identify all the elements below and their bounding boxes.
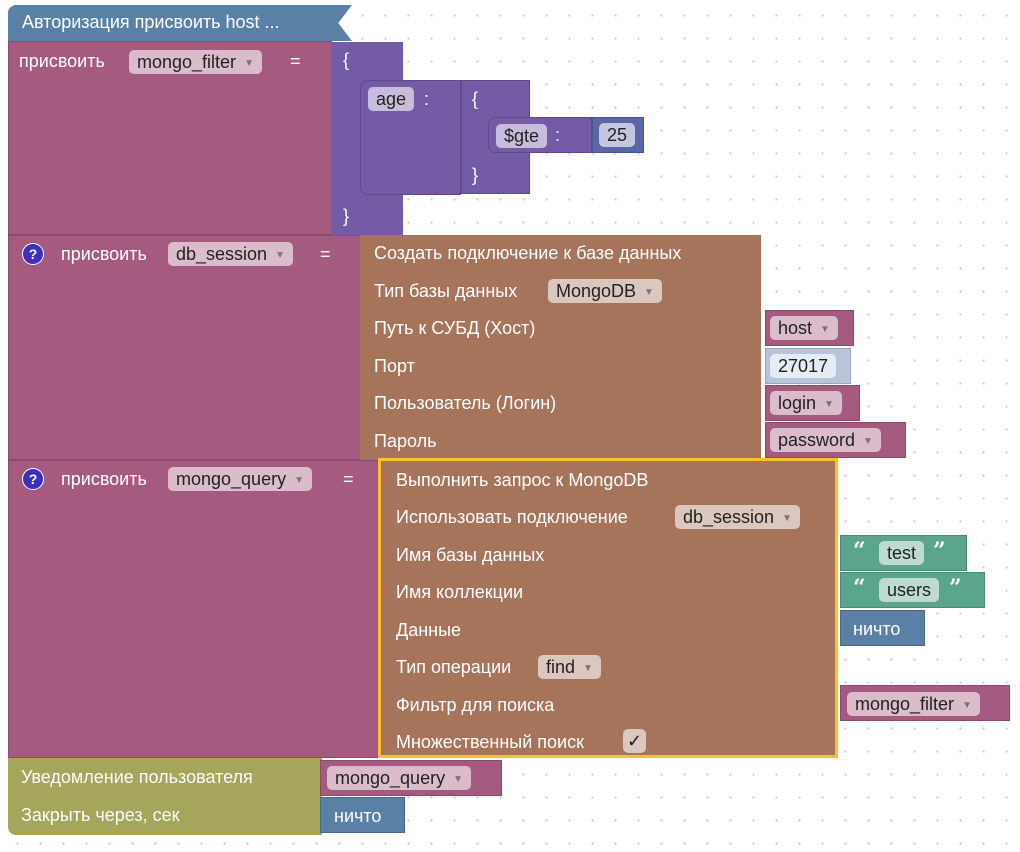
op-dropdown[interactable]: find ▼ <box>538 655 601 679</box>
text-block-collection[interactable]: “ users ” <box>840 572 985 608</box>
close-after-label: Закрыть через, сек <box>21 805 180 825</box>
null-label: ничто <box>334 806 382 826</box>
number-block[interactable]: 25 <box>592 117 644 153</box>
text-field[interactable]: users <box>879 578 940 602</box>
text-field[interactable]: test <box>879 541 925 565</box>
null-block[interactable]: ничто <box>320 797 405 833</box>
dropdown-arrow-icon: ▼ <box>820 324 830 335</box>
connection-dropdown[interactable]: db_session ▼ <box>675 505 800 529</box>
connection-value: db_session <box>683 507 775 527</box>
multi-label: Множественный поиск <box>396 732 584 752</box>
create-connection-block[interactable]: Создать подключение к базе данных Тип ба… <box>360 235 761 460</box>
notify-label: Уведомление пользователя <box>21 767 253 787</box>
equals-sign: = <box>290 51 301 71</box>
variable-dropdown[interactable]: login ▼ <box>770 391 842 415</box>
null-label: ничто <box>853 619 901 639</box>
dropdown-arrow-icon: ▼ <box>782 513 792 524</box>
dropdown-arrow-icon: ▼ <box>824 399 834 410</box>
inner-close-brace: } <box>472 165 479 185</box>
null-block[interactable]: ничто <box>840 610 925 646</box>
variable-dropdown[interactable]: db_session ▼ <box>168 242 293 266</box>
password-variable-block[interactable]: password ▼ <box>765 422 906 458</box>
variable-dropdown[interactable]: mongo_filter ▼ <box>129 50 262 74</box>
variable-name: host <box>778 318 813 338</box>
host-label: Путь к СУБД (Хост) <box>374 318 536 338</box>
login-variable-block[interactable]: login ▼ <box>765 385 860 421</box>
dbname-label: Имя базы данных <box>396 545 545 565</box>
dropdown-arrow-icon: ▼ <box>962 700 972 711</box>
event-header-block[interactable]: Авторизация присвоить host ... <box>8 5 352 41</box>
data-label: Данные <box>396 620 462 640</box>
header-title: Авторизация присвоить host ... <box>22 12 280 32</box>
assign-block-db-session[interactable]: ? присвоить db_session ▼ = <box>8 235 362 460</box>
number-field[interactable]: 25 <box>599 123 636 147</box>
quote-close-icon: ” <box>933 538 946 564</box>
collection-label: Имя коллекции <box>396 582 524 602</box>
key-field[interactable]: age <box>368 87 415 111</box>
block-title: Создать подключение к базе данных <box>374 243 682 263</box>
colon: : <box>555 125 561 145</box>
assign-label: присвоить <box>61 469 147 489</box>
dropdown-arrow-icon: ▼ <box>583 663 593 674</box>
variable-name: mongo_filter <box>855 694 955 714</box>
mongo-query-block[interactable]: Выполнить запрос к MongoDB Использовать … <box>378 458 838 758</box>
dropdown-arrow-icon: ▼ <box>863 436 873 447</box>
variable-name: mongo_filter <box>137 52 237 72</box>
inner-open-brace: { <box>472 89 479 109</box>
assign-block-mongo-query[interactable]: ? присвоить mongo_query ▼ = <box>8 460 384 758</box>
host-variable-block[interactable]: host ▼ <box>765 310 854 346</box>
number-field[interactable]: 27017 <box>770 354 837 378</box>
assign-label: присвоить <box>61 244 147 264</box>
db-type-label: Тип базы данных <box>374 281 518 301</box>
db-type-value: MongoDB <box>556 281 637 301</box>
port-label: Порт <box>374 356 415 376</box>
help-icon[interactable]: ? <box>22 468 44 490</box>
quote-close-icon: ” <box>949 575 962 601</box>
dict-close-brace: } <box>343 206 350 226</box>
variable-dropdown[interactable]: mongo_filter ▼ <box>847 692 980 716</box>
dict-open-brace: { <box>343 50 350 70</box>
notify-variable-block[interactable]: mongo_query ▼ <box>320 760 502 796</box>
variable-dropdown[interactable]: host ▼ <box>770 316 838 340</box>
dropdown-arrow-icon: ▼ <box>275 250 285 261</box>
user-label: Пользователь (Логин) <box>374 393 557 413</box>
key-value-block-age[interactable]: age : <box>360 80 461 195</box>
equals-sign: = <box>343 469 354 489</box>
key-value-block-gte[interactable]: $gte : <box>488 117 592 153</box>
variable-dropdown[interactable]: password ▼ <box>770 428 881 452</box>
dropdown-arrow-icon: ▼ <box>644 287 654 298</box>
multi-checkbox[interactable]: ✓ <box>623 729 647 753</box>
variable-name: mongo_query <box>176 469 287 489</box>
variable-dropdown[interactable]: mongo_query ▼ <box>168 467 312 491</box>
op-label: Тип операции <box>396 657 512 677</box>
key-field[interactable]: $gte <box>496 124 548 148</box>
filter-variable-block[interactable]: mongo_filter ▼ <box>840 685 1010 721</box>
variable-name: password <box>778 430 856 450</box>
variable-name: db_session <box>176 244 268 264</box>
dropdown-arrow-icon: ▼ <box>294 475 304 486</box>
port-number-block[interactable]: 27017 <box>765 348 851 384</box>
equals-sign: = <box>320 244 331 264</box>
quote-open-icon: “ <box>853 575 866 601</box>
assign-block-mongo-filter[interactable]: присвоить mongo_filter ▼ = <box>8 41 332 235</box>
connection-label: Использовать подключение <box>396 507 628 527</box>
assign-label: присвоить <box>19 51 105 71</box>
filter-label: Фильтр для поиска <box>396 695 555 715</box>
quote-open-icon: “ <box>853 538 866 564</box>
op-value: find <box>546 657 576 677</box>
variable-name: login <box>778 393 817 413</box>
db-type-dropdown[interactable]: MongoDB ▼ <box>548 279 662 303</box>
dropdown-arrow-icon: ▼ <box>244 58 254 69</box>
text-block-dbname[interactable]: “ test ” <box>840 535 967 571</box>
block-title: Выполнить запрос к MongoDB <box>396 470 649 490</box>
password-label: Пароль <box>374 431 437 451</box>
colon: : <box>424 89 430 109</box>
dropdown-arrow-icon: ▼ <box>453 774 463 785</box>
notify-block[interactable]: Уведомление пользователя Закрыть через, … <box>8 758 322 835</box>
variable-dropdown[interactable]: mongo_query ▼ <box>327 766 471 790</box>
help-icon[interactable]: ? <box>22 243 44 265</box>
variable-name: mongo_query <box>335 768 446 788</box>
